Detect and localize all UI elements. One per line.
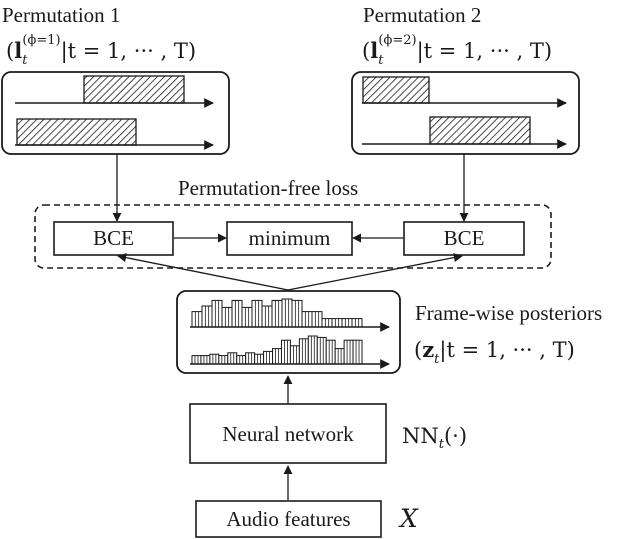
audio-features-box <box>195 500 382 538</box>
minimum-box <box>226 221 353 256</box>
bce-right-label: BCE <box>444 226 485 250</box>
posterior-bar-track2-12 <box>289 345 300 365</box>
posterior-bar-track2-7 <box>245 352 256 365</box>
posterior-bar-track1-1 <box>191 311 203 328</box>
posterior-bar-track2-9 <box>263 350 274 365</box>
neural-network-symbol: NNt(·) <box>402 424 467 452</box>
permutation-2-panel <box>351 71 580 155</box>
posterior-bar-track1-2 <box>201 305 213 328</box>
posterior-bar-track2-1 <box>191 355 202 365</box>
posterior-bar-track1-7 <box>251 299 263 328</box>
loss-title: Permutation-free loss <box>178 176 358 200</box>
posterior-bar-track2-14 <box>307 335 318 365</box>
bce-box-left <box>53 221 174 256</box>
minimum-label: minimum <box>249 226 331 250</box>
permutation-2-title: Permutation 2 <box>363 3 481 27</box>
arrow-posteriors-to-bce-right <box>287 253 463 291</box>
posteriors-formula: (zt|t = 1, ··· , T) <box>414 337 575 367</box>
posterior-bar-track2-13 <box>298 338 309 365</box>
posterior-bar-track2-4 <box>218 355 229 365</box>
posterior-bar-track1-5 <box>231 299 243 328</box>
posterior-bar-track2-17 <box>334 348 345 365</box>
neural-network-label: Neural network <box>222 422 354 446</box>
posteriors-panel <box>176 290 401 374</box>
posteriors-title: Frame-wise posteriors <box>415 301 602 325</box>
arrow-posteriors-to-bce-left <box>117 253 289 291</box>
posterior-bar-track2-3 <box>209 353 220 365</box>
posterior-bar-track1-17 <box>351 318 363 328</box>
posterior-bar-track1-10 <box>281 298 293 328</box>
posterior-bar-track1-11 <box>291 299 303 328</box>
posterior-bar-track1-4 <box>221 306 233 328</box>
posterior-bar-track1-9 <box>271 299 283 328</box>
posterior-bar-track2-6 <box>236 355 247 365</box>
bce-box-right <box>403 221 525 256</box>
loss-group-border <box>34 204 552 269</box>
posterior-bar-track1-3 <box>211 299 223 328</box>
posterior-bar-track2-8 <box>254 353 265 365</box>
bce-left-label: BCE <box>93 226 134 250</box>
posterior-bar-track1-14 <box>321 318 333 328</box>
posterior-bar-track2-5 <box>227 352 238 365</box>
permutation-2-formula: (lt(ϕ=2)|t = 1, ··· , T) <box>362 33 552 68</box>
posterior-bar-track2-11 <box>280 339 291 365</box>
posterior-bar-track1-16 <box>341 318 353 328</box>
audio-features-label: Audio features <box>226 507 350 531</box>
posterior-bar-track2-2 <box>200 355 211 365</box>
permutation-1-speaker1-segment <box>83 75 185 104</box>
posterior-bar-track2-18 <box>343 339 354 365</box>
posterior-bar-track1-15 <box>331 318 343 328</box>
posterior-bar-track1-12 <box>301 311 313 328</box>
neural-network-box <box>189 403 387 464</box>
permutation-2-speaker1-segment <box>362 76 430 104</box>
permutation-1-panel <box>1 71 230 155</box>
posterior-bar-track1-13 <box>311 311 323 328</box>
posterior-bar-track2-19 <box>352 339 363 365</box>
permutation-1-formula: (lt(ϕ=1)|t = 1, ··· , T) <box>6 33 196 68</box>
permutation-1-title: Permutation 1 <box>2 3 120 27</box>
posterior-bar-track1-6 <box>241 306 253 328</box>
posterior-bar-track2-16 <box>325 339 336 365</box>
permutation-2-speaker2-segment <box>429 116 531 145</box>
posterior-bar-track1-8 <box>261 305 273 328</box>
permutation-1-speaker2-segment <box>16 118 137 146</box>
posteriors-track1-bars <box>191 298 363 328</box>
posterior-bar-track2-10 <box>272 348 282 365</box>
audio-features-symbol: X <box>398 504 419 533</box>
posterior-bar-track2-15 <box>316 336 327 365</box>
posteriors-track2-bars <box>191 335 363 365</box>
